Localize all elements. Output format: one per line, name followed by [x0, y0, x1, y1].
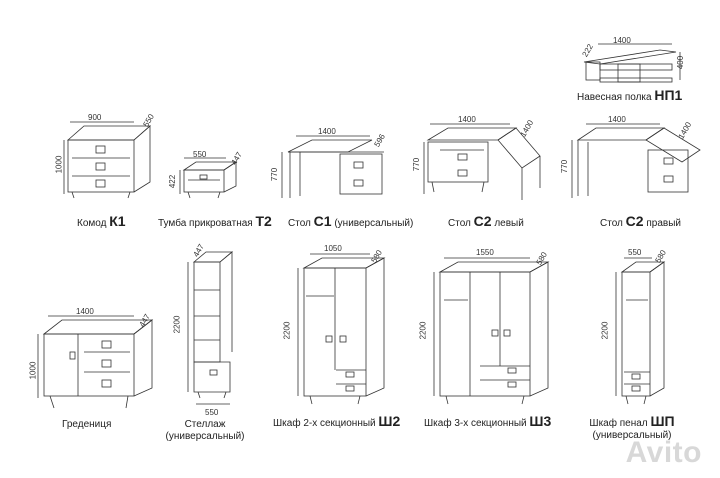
caption-sh3: Шкаф 3-х секционный Ш3 [424, 413, 552, 429]
wardrobe-shp-drawing [615, 257, 666, 405]
c2l-height: 770 [412, 157, 422, 172]
desk-c2-left-drawing [423, 123, 541, 200]
shelving-height: 2200 [172, 315, 182, 334]
caption-c2-left: Стол С2 левый [448, 213, 524, 229]
caption-shp: Шкаф пенал ШП (универсальный) [589, 413, 675, 441]
wardrobe-sh2-drawing [297, 253, 386, 405]
sh3-width: 1550 [476, 248, 494, 257]
desk-c2-right-drawing [571, 123, 701, 198]
desk-c1-drawing [281, 135, 384, 198]
t2-height: 422 [168, 174, 178, 189]
np1-width: 1400 [613, 36, 631, 45]
k1-height: 1000 [54, 155, 64, 174]
avito-watermark: Avito [625, 436, 702, 469]
caption-shelving: Стеллаж (универсальный) [165, 419, 245, 442]
caption-k1: Комод К1 [77, 213, 126, 229]
t2-width: 550 [193, 150, 207, 159]
chest-k1-drawing [63, 121, 152, 199]
c2r-height: 770 [560, 159, 570, 174]
sh2-height: 2200 [282, 321, 292, 340]
wardrobe-sh3-drawing [433, 257, 550, 405]
c2l-width: 1400 [458, 115, 476, 124]
caption-c1: Стол С1 (универсальный) [288, 213, 414, 229]
c2r-width: 1400 [608, 115, 626, 124]
nightstand-t2-drawing [179, 157, 238, 199]
np1-height: 400 [676, 55, 686, 70]
c1-width: 1400 [318, 127, 336, 136]
shelving-drawing [187, 251, 234, 405]
caption-t2: Тумба прикроватная Т2 [158, 213, 272, 229]
caption-sideboard: Гредениця [62, 419, 112, 430]
shp-height: 2200 [600, 321, 610, 340]
c1-height: 770 [270, 167, 280, 182]
caption-c2-right: Стол С2 правый [600, 213, 681, 229]
caption-np1: Навесная полка НП1 [577, 87, 683, 103]
shelf-np1-drawing [583, 43, 681, 83]
sh3-height: 2200 [418, 321, 428, 340]
caption-sh2: Шкаф 2-х секционный Ш2 [273, 413, 401, 429]
shelving-width: 550 [205, 408, 219, 417]
shp-width: 550 [628, 248, 642, 257]
k1-width: 900 [88, 113, 102, 122]
sh2-width: 1050 [324, 244, 342, 253]
sideboard-drawing [37, 315, 154, 409]
sideboard-height: 1000 [28, 361, 38, 380]
sideboard-width: 1400 [76, 307, 94, 316]
